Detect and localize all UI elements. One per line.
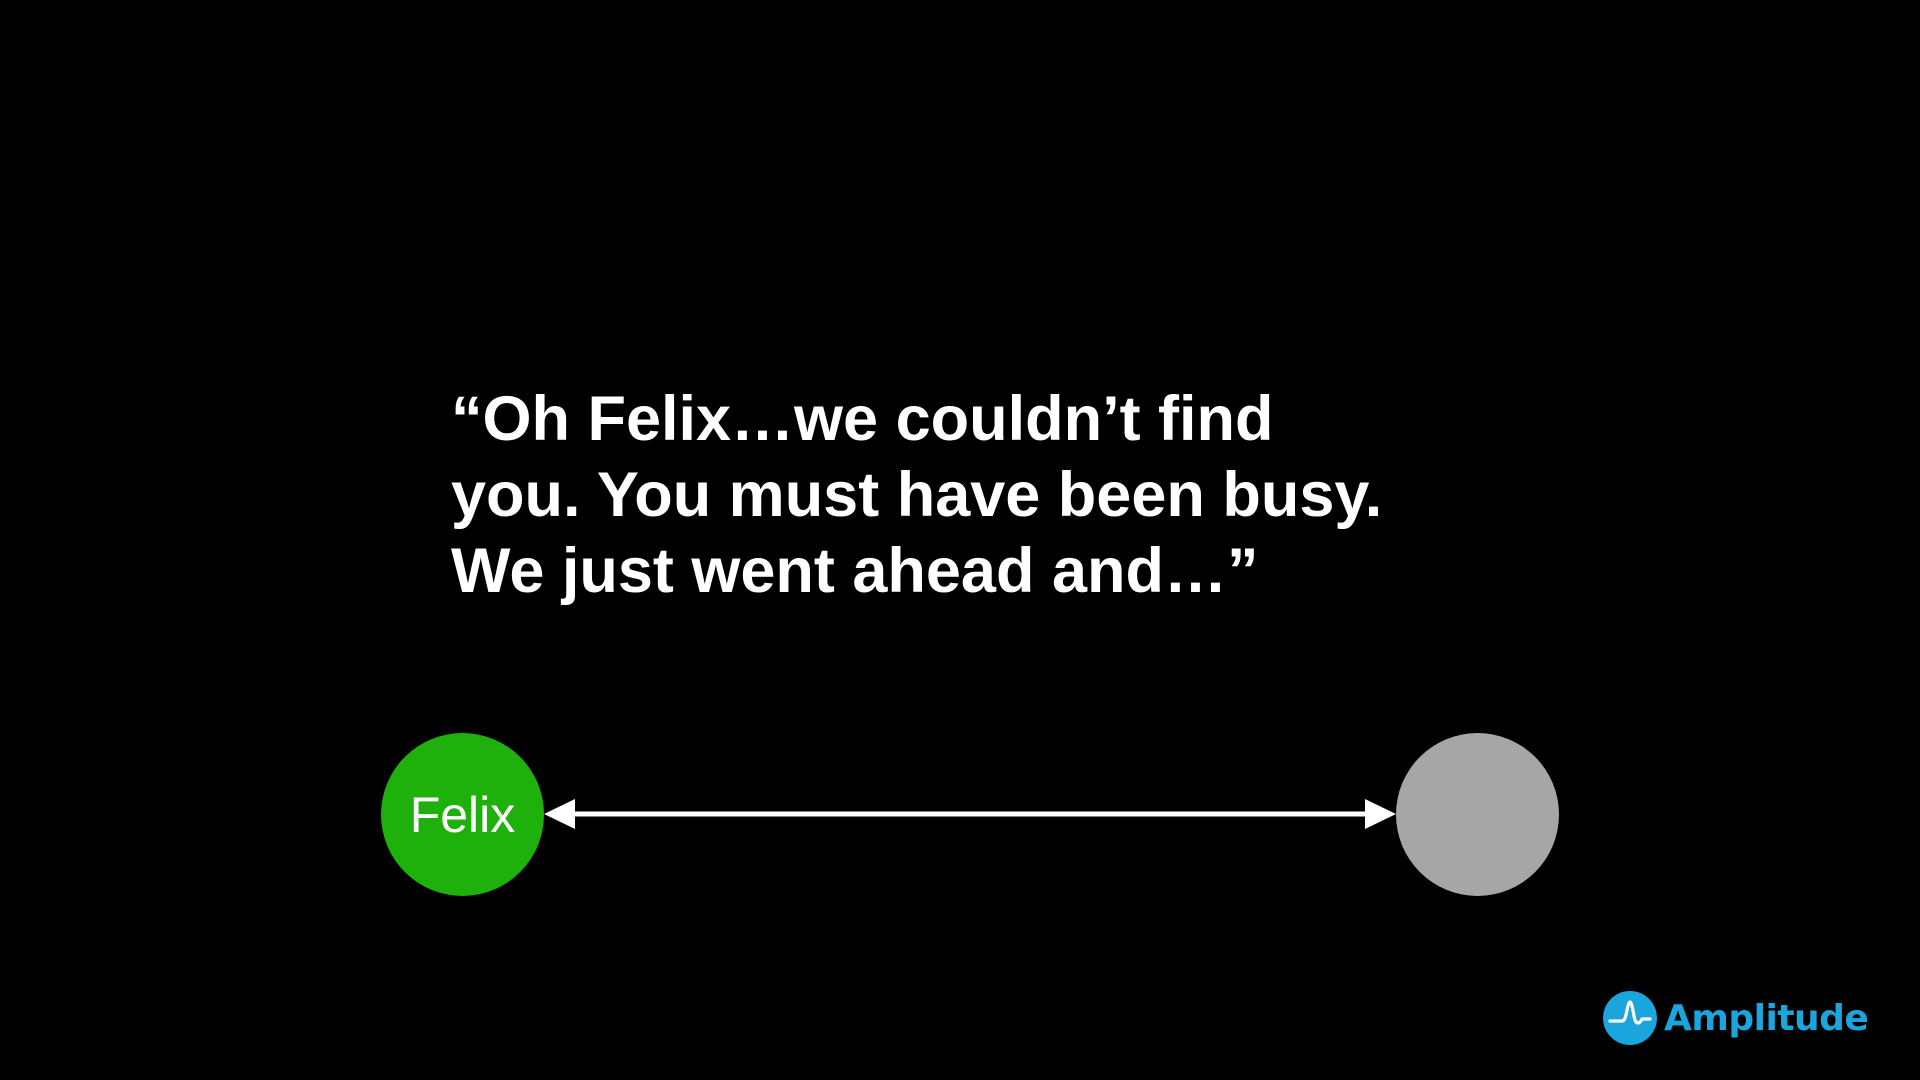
quote-line-2: you. You must have been busy. bbox=[451, 460, 1383, 530]
quote-text: “Oh Felix…we couldn’t find you. You must… bbox=[451, 381, 1551, 609]
unknown-node bbox=[1396, 733, 1559, 896]
amplitude-logo-icon bbox=[1603, 991, 1657, 1045]
quote-line-1: “Oh Felix…we couldn’t find bbox=[451, 384, 1274, 454]
amplitude-wordmark: Amplitude bbox=[1664, 997, 1869, 1039]
felix-node: Felix bbox=[381, 733, 544, 896]
felix-node-label: Felix bbox=[409, 786, 516, 843]
quote-line-3: We just went ahead and…” bbox=[451, 536, 1259, 606]
amplitude-logo: Amplitude bbox=[1602, 990, 1869, 1046]
arrowhead-left bbox=[544, 799, 575, 829]
arrowhead-right bbox=[1365, 799, 1396, 829]
